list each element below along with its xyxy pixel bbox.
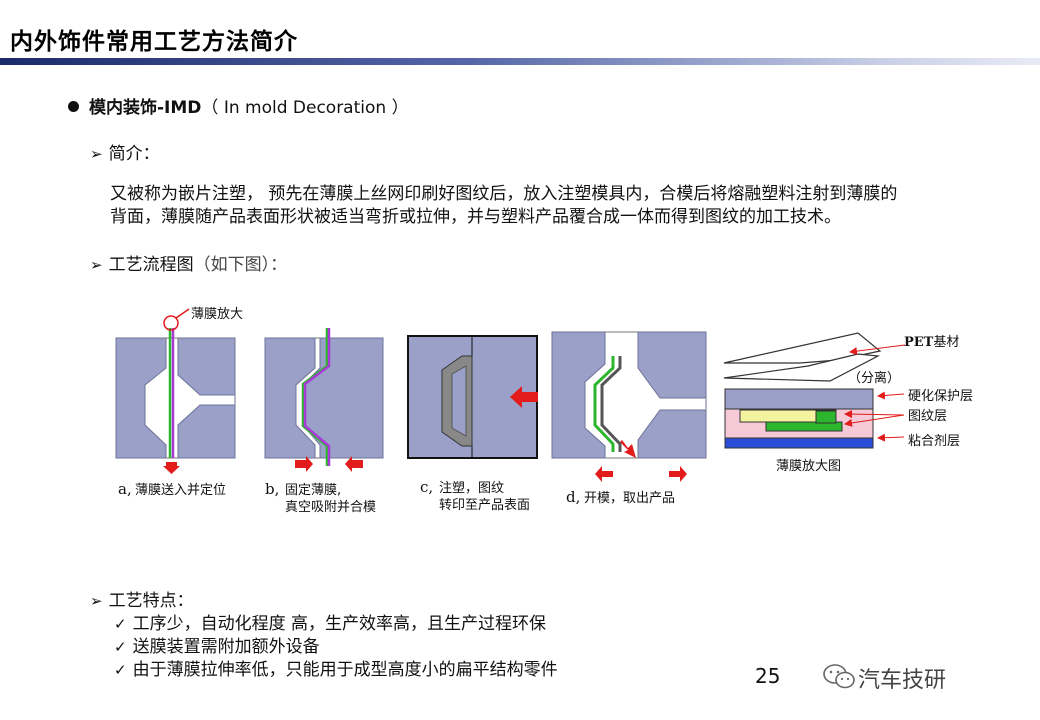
check-icon: ✓ xyxy=(114,638,127,656)
step-c-caption-1: 注塑，图纹 xyxy=(439,481,504,496)
step-a-caption: 薄膜送入并定位 xyxy=(135,483,226,498)
pet-label: PET基材 xyxy=(904,335,959,350)
step-a-letter: a, xyxy=(118,480,132,498)
intro-label: 简介： xyxy=(108,144,160,164)
feature-item: ✓ 由于薄膜拉伸率低，只能用于成型高度小的扁平结构零件 xyxy=(114,655,558,680)
page-number: 25 xyxy=(755,664,781,688)
step-b-caption-2: 真空吸附并合模 xyxy=(285,500,376,515)
step-d-mold xyxy=(551,331,707,482)
step-a-mold xyxy=(115,308,236,474)
check-icon: ✓ xyxy=(114,615,127,633)
pattern-layer-label: 图纹层 xyxy=(908,409,947,424)
step-b-mold xyxy=(264,328,384,472)
film-zoom-label: 薄膜放大 xyxy=(191,307,243,322)
step-c-caption-2: 转印至产品表面 xyxy=(439,498,530,513)
step-c-letter: c, xyxy=(420,478,433,496)
feature-item: ✓ 送膜装置需附加额外设备 xyxy=(114,632,320,657)
intro-heading: ➢ 简介： xyxy=(90,139,160,164)
step-d-caption: 开模，取出产品 xyxy=(584,491,675,506)
section-heading-rest: （ In mold Decoration ） xyxy=(201,98,409,118)
intro-paragraph: 又被称为嵌片注塑， 预先在薄膜上丝网印刷好图纹后，放入注塑模具内，合模后将熔融塑… xyxy=(110,183,990,229)
section-heading: 模内装饰-IMD（ In mold Decoration ） xyxy=(68,93,409,118)
arrow-bullet-icon: ➢ xyxy=(90,592,103,610)
step-d-letter: d, xyxy=(566,488,580,506)
feature-text: 由于薄膜拉伸率低，只能用于成型高度小的扁平结构零件 xyxy=(132,660,558,680)
title-underline-bar xyxy=(0,58,1040,65)
separate-label: （分离） xyxy=(848,370,900,386)
bullet-icon xyxy=(68,101,79,112)
features-heading: ➢ 工艺特点： xyxy=(90,586,194,611)
feature-item: ✓ 工序少，自动化程度 高，生产效率高，且生产过程环保 xyxy=(114,609,546,634)
flow-note: （如下图）： xyxy=(193,255,288,275)
feature-text: 工序少，自动化程度 高，生产效率高，且生产过程环保 xyxy=(132,614,546,634)
wechat-icon xyxy=(823,664,855,689)
check-icon: ✓ xyxy=(114,661,127,679)
page-title: 内外饰件常用工艺方法简介 xyxy=(10,28,298,55)
section-heading-bold: 模内装饰-IMD xyxy=(89,98,202,118)
flow-label: 工艺流程图 xyxy=(108,255,194,275)
step-b-caption-1: 固定薄膜, xyxy=(285,483,341,498)
arrow-bullet-icon: ➢ xyxy=(90,145,103,163)
arrow-bullet-icon: ➢ xyxy=(90,256,103,274)
watermark-text: 汽车技研 xyxy=(858,668,947,693)
film-zoom-diagram xyxy=(723,332,906,449)
hard-layer-label: 硬化保护层 xyxy=(908,389,973,404)
intro-text-line-1: 又被称为嵌片注塑， 预先在薄膜上丝网印刷好图纹后，放入注塑模具内，合模后将熔融塑… xyxy=(110,184,898,204)
flow-heading: ➢ 工艺流程图（如下图）： xyxy=(90,250,287,275)
step-b-letter: b, xyxy=(265,480,279,498)
features-label: 工艺特点： xyxy=(108,591,194,611)
feature-text: 送膜装置需附加额外设备 xyxy=(132,637,320,657)
zoom-title-label: 薄膜放大图 xyxy=(776,459,841,474)
adhesive-layer-label: 粘合剂层 xyxy=(908,434,960,449)
step-c-mold xyxy=(407,335,538,459)
intro-text-line-2: 背面，薄膜随产品表面形状被适当弯折或拉伸，并与塑料产品覆合成一体而得到图纹的加工… xyxy=(110,207,841,227)
